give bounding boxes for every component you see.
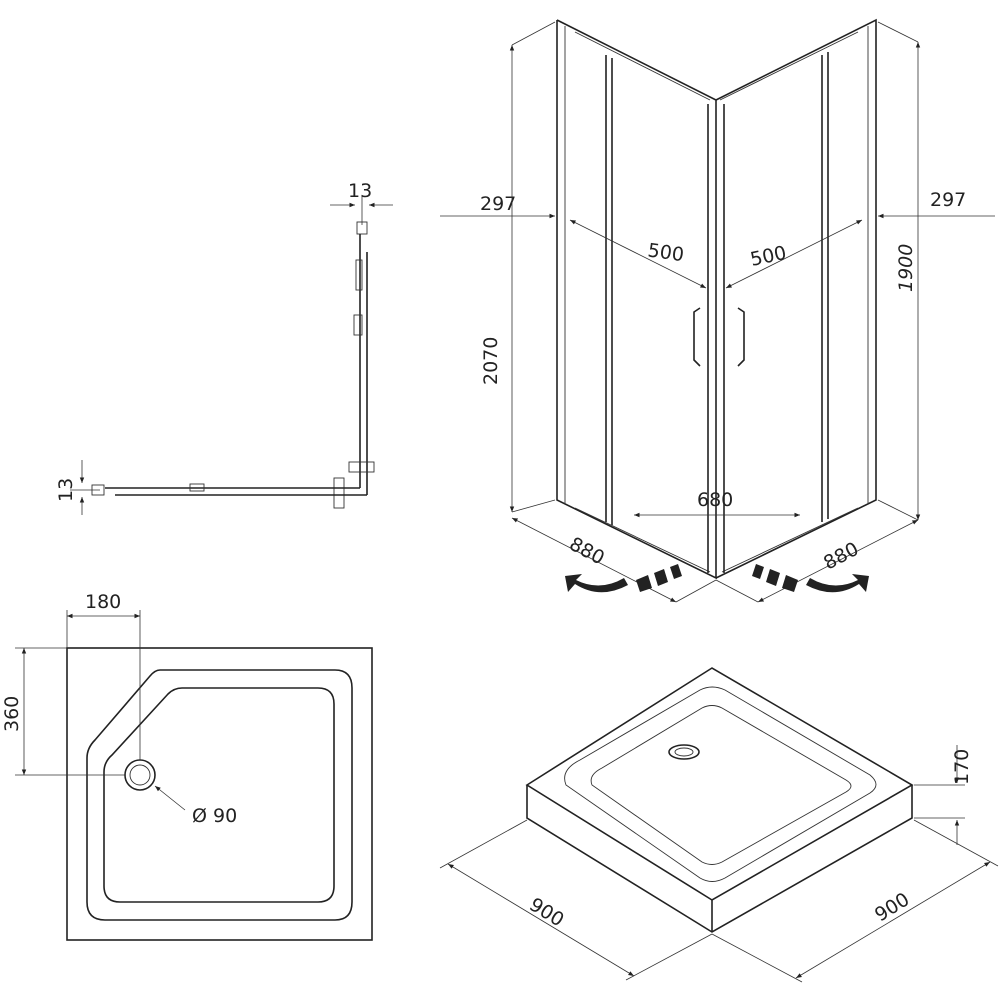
handle-right-icon [737,307,745,367]
dim-drain-offset-x: 180 [85,591,121,613]
tray-3d-view: 170 900 900 [439,667,999,983]
drain-icon [124,759,156,791]
dim-offset-right: 297 [930,189,966,211]
dim-door-left: 500 [646,239,685,266]
dim-profile-left: 13 [55,478,77,502]
dim-profile-top: 13 [348,180,372,202]
handle-left-icon [693,307,701,367]
dim-drain-offset-y: 360 [1,696,23,732]
tray-drain-icon [668,744,700,760]
tray-plan-view: 180 360 Ø 90 [1,591,373,941]
dim-side-right: 880 [820,538,862,574]
profile-plan-view: 13 13 [55,180,393,515]
dim-tray-height: 170 [951,749,973,785]
enclosure-3d-view: 297 297 500 500 2070 1900 680 880 880 [440,18,995,603]
swing-arrow-left-icon [565,564,682,593]
dim-tray-width-left: 900 [525,894,567,932]
dim-total-height: 2070 [480,337,502,385]
dim-entry-width: 680 [697,489,733,511]
swing-arrow-right-icon [752,564,869,593]
dim-glass-height: 1900 [895,244,917,292]
dim-offset-left: 297 [480,193,516,215]
dim-drain-diameter: Ø 90 [192,805,237,827]
dim-door-right: 500 [748,242,788,271]
